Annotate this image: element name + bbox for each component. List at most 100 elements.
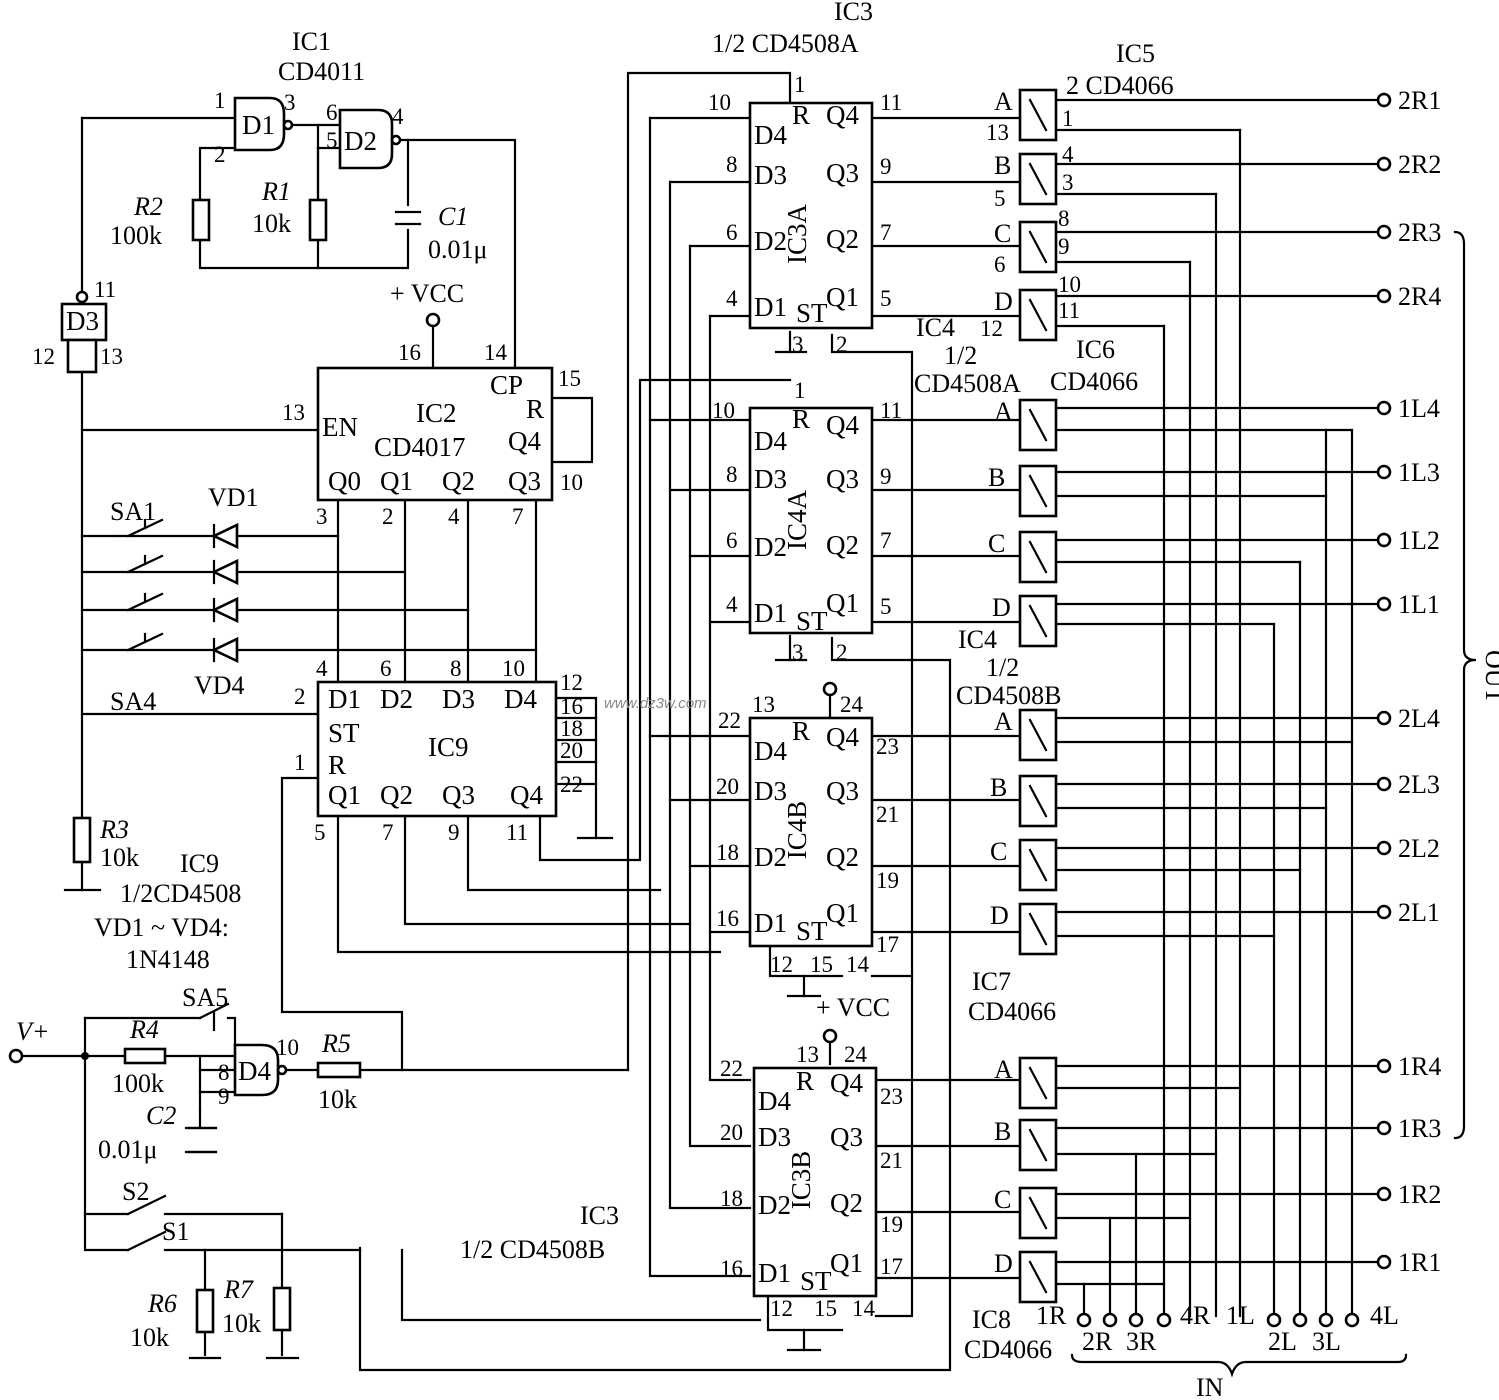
svg-text:Q1: Q1: [830, 1248, 863, 1278]
svg-text:6: 6: [326, 100, 338, 125]
ic7-name: IC7: [972, 967, 1011, 996]
gate-d2-label: D2: [344, 126, 377, 156]
switch-array: [113, 518, 164, 652]
r1-label: R1: [261, 177, 291, 206]
analog-switch-3: C: [994, 219, 1058, 274]
output-terminal-1l4: [1376, 400, 1392, 416]
output-terminal-2l1: [1376, 904, 1392, 920]
svg-text:Q4: Q4: [826, 722, 859, 752]
svg-text:4: 4: [316, 656, 328, 681]
vd4-label: VD4: [194, 671, 245, 700]
svg-text:18: 18: [560, 716, 583, 741]
switch-channel-label: C: [990, 837, 1007, 866]
analog-switch-1: A: [994, 87, 1058, 142]
svg-text:24: 24: [840, 692, 864, 717]
svg-text:5: 5: [880, 286, 892, 311]
svg-text:22: 22: [718, 708, 741, 733]
r5-resistor: [316, 1061, 362, 1079]
svg-text:ST: ST: [796, 298, 828, 328]
svg-text:D4: D4: [758, 1086, 791, 1116]
svg-text:11: 11: [506, 820, 528, 845]
svg-text:2: 2: [836, 640, 848, 665]
ic9-r: R: [328, 750, 346, 780]
svg-text:7: 7: [512, 504, 524, 529]
output-terminal-label: 2R3: [1398, 218, 1441, 247]
r4-value: 100k: [112, 1069, 164, 1098]
svg-text:D3: D3: [754, 776, 787, 806]
svg-text:16: 16: [716, 906, 739, 931]
output-terminal-label: 1R2: [1398, 1180, 1441, 1209]
svg-text:7: 7: [880, 220, 892, 245]
input-terminal-label: 4R: [1180, 1301, 1211, 1330]
ic2-q1: Q1: [380, 466, 413, 496]
ic3b-body: [752, 1066, 878, 1298]
r7-label: R7: [223, 1275, 254, 1304]
svg-text:D4: D4: [754, 426, 787, 456]
svg-text:17: 17: [876, 932, 899, 957]
switch-channel-label: D: [994, 1249, 1013, 1278]
r2-value: 100k: [110, 221, 162, 250]
svg-text:23: 23: [876, 734, 899, 759]
ic9-part: 1/2CD4508: [120, 879, 241, 908]
analog-switch-16: D: [994, 1249, 1058, 1304]
svg-text:13: 13: [100, 344, 123, 369]
svg-text:13: 13: [986, 120, 1009, 145]
svg-text:20: 20: [716, 774, 739, 799]
nand-gate-d2: [338, 108, 402, 170]
analog-switch-12: D: [990, 901, 1058, 956]
svg-text:Q3: Q3: [826, 776, 859, 806]
svg-text:D2: D2: [754, 842, 787, 872]
svg-text:D2: D2: [758, 1190, 791, 1220]
svg-text:22: 22: [560, 772, 583, 797]
ic9-q4: Q4: [510, 780, 543, 810]
ic2-en: EN: [322, 412, 358, 442]
ic8-part: CD4066: [964, 1335, 1052, 1364]
vcc-terminal-ic2: [425, 312, 441, 328]
switch-channel-label: B: [990, 773, 1007, 802]
svg-text:16: 16: [560, 694, 583, 719]
ic4-name-a: IC4: [916, 313, 955, 342]
r4-resistor: [123, 1047, 167, 1065]
svg-text:D1: D1: [754, 292, 787, 322]
vcc-terminal-ic4b: [822, 681, 838, 697]
output-terminal-1r3: [1376, 1120, 1392, 1136]
output-terminal-label: 2R1: [1398, 86, 1441, 115]
svg-text:3: 3: [284, 90, 296, 115]
output-terminal-label: 2L4: [1398, 704, 1440, 733]
ic9-st: ST: [328, 718, 360, 748]
svg-text:D3: D3: [758, 1122, 791, 1152]
svg-text:19: 19: [876, 868, 899, 893]
gate-d1-label: D1: [242, 110, 275, 140]
input-terminal-label: 1L: [1226, 1301, 1255, 1330]
nand-gate-d1: [233, 96, 294, 152]
ic2-r: R: [526, 394, 544, 424]
input-terminal-label: 2L: [1268, 1327, 1297, 1356]
ic3a-label: IC3A: [782, 204, 812, 265]
input-terminal-label: 4L: [1370, 1301, 1399, 1330]
switch-channel-label: C: [994, 219, 1011, 248]
svg-text:12: 12: [980, 316, 1003, 341]
input-terminal-2l: [1292, 1312, 1308, 1328]
svg-text:Q3: Q3: [830, 1122, 863, 1152]
r3-value: 10k: [100, 843, 139, 872]
output-terminal-label: 2R4: [1398, 282, 1441, 311]
c2-label: C2: [146, 1101, 176, 1130]
svg-text:Q2: Q2: [826, 224, 859, 254]
svg-text:24: 24: [844, 1042, 868, 1067]
svg-text:6: 6: [726, 220, 738, 245]
svg-text:10: 10: [1058, 272, 1081, 297]
svg-text:D1: D1: [754, 908, 787, 938]
svg-text:R: R: [792, 404, 810, 434]
svg-text:20: 20: [560, 738, 583, 763]
svg-text:Q1: Q1: [826, 588, 859, 618]
output-terminal-label: 1R4: [1398, 1052, 1441, 1081]
svg-text:20: 20: [720, 1120, 743, 1145]
gate-d4-label: D4: [238, 1056, 271, 1086]
